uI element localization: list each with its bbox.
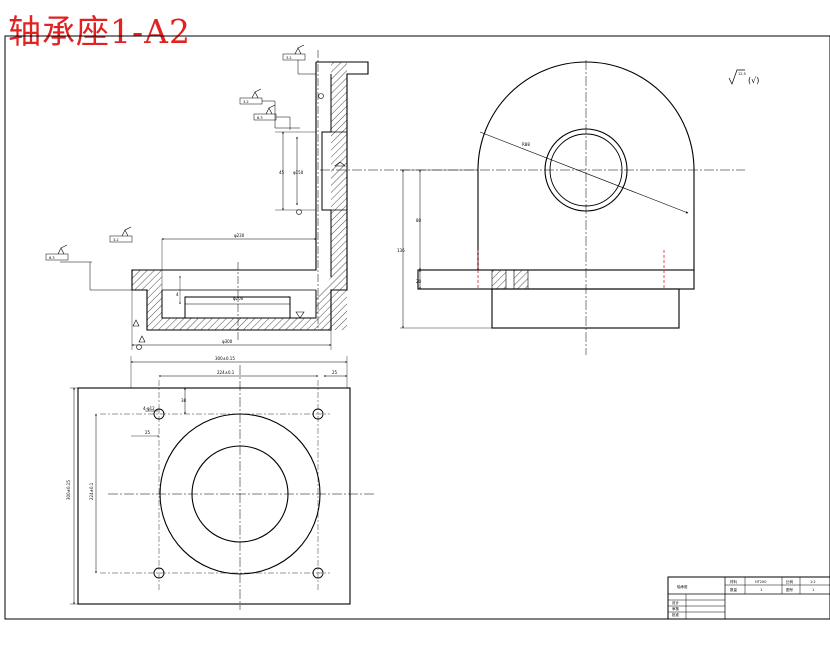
tb-sheet: 1 bbox=[812, 588, 814, 592]
dim-side-height: 80 bbox=[416, 218, 422, 223]
dim-overall-width: φ300 bbox=[222, 339, 233, 344]
title-block: 轴承座 材料 HT200 比例 1:2 数量 1 图号 1 设计 审核 批准 bbox=[667, 576, 830, 620]
svg-text:图号: 图号 bbox=[786, 587, 794, 592]
svg-text:批准: 批准 bbox=[672, 612, 680, 617]
section-view: φ230 φ200 φ300 4 45 φ150 3.2 3.2 bbox=[45, 44, 369, 350]
dim-side-radius: R88 bbox=[522, 142, 530, 147]
dim-side-total: 136 bbox=[397, 248, 405, 253]
dim-plan-bolt-span: 224±0.1 bbox=[217, 370, 235, 375]
svg-text:设计: 设计 bbox=[672, 600, 680, 605]
svg-text:6.3: 6.3 bbox=[257, 116, 263, 120]
svg-text:3.2: 3.2 bbox=[243, 100, 249, 104]
plan-view: 300±0.15 224±0.1 25 38 4-φ12 25 300±0.15… bbox=[66, 356, 375, 610]
dim-plan-corner: 25 bbox=[332, 370, 338, 375]
section-wall-hatch bbox=[198, 62, 347, 330]
side-view: R88 136 80 20 12.5 (√) bbox=[320, 60, 759, 355]
svg-text:12.5: 12.5 bbox=[738, 72, 746, 76]
svg-text:审核: 审核 bbox=[672, 606, 680, 611]
drawing-border bbox=[4, 35, 830, 620]
dim-base-span: φ230 bbox=[234, 233, 245, 238]
hole-note: 4-φ12 bbox=[143, 406, 155, 411]
roughness-symbol-3: 6.3 bbox=[253, 104, 277, 121]
svg-text:3.2: 3.2 bbox=[113, 238, 119, 242]
svg-text:数量: 数量 bbox=[730, 587, 738, 592]
dim-floor-depth: 4 bbox=[176, 292, 179, 297]
plan-outer bbox=[77, 387, 351, 605]
roughness-symbol-2: 3.2 bbox=[239, 88, 263, 105]
roughness-symbol-1: 3.2 bbox=[282, 44, 306, 61]
tb-qty: 1 bbox=[760, 588, 762, 592]
dim-hole-offset: 38 bbox=[181, 398, 187, 403]
dim-plan-side-overall: 300±0.15 bbox=[66, 480, 71, 500]
svg-text:6.3: 6.3 bbox=[49, 256, 55, 260]
dim-plan-side-bolt: 224±0.1 bbox=[89, 482, 94, 500]
svg-text:20: 20 bbox=[416, 279, 422, 284]
roughness-note-text: (√) bbox=[748, 76, 759, 85]
dim-plan-overall: 300±0.15 bbox=[215, 356, 235, 361]
tb-part-name: 轴承座 bbox=[677, 584, 688, 589]
tb-scale: 1:2 bbox=[810, 580, 816, 584]
svg-text:材料: 材料 bbox=[730, 579, 738, 584]
drawing-title: 轴承座1-A2 bbox=[8, 12, 191, 51]
section-base-hatch bbox=[132, 270, 198, 330]
svg-text:φ150: φ150 bbox=[293, 170, 304, 175]
dim-inner-floor: φ200 bbox=[233, 296, 244, 301]
svg-text:25: 25 bbox=[145, 430, 151, 435]
general-roughness-note: 12.5 (√) bbox=[728, 69, 759, 85]
roughness-symbol-4: 3.2 bbox=[109, 226, 133, 243]
tb-material: HT200 bbox=[755, 580, 766, 584]
svg-text:3.2: 3.2 bbox=[286, 56, 292, 60]
svg-text:比例: 比例 bbox=[786, 579, 794, 584]
dim-bore-height: 45 bbox=[279, 170, 285, 175]
roughness-symbol-5: 6.3 bbox=[45, 244, 69, 261]
